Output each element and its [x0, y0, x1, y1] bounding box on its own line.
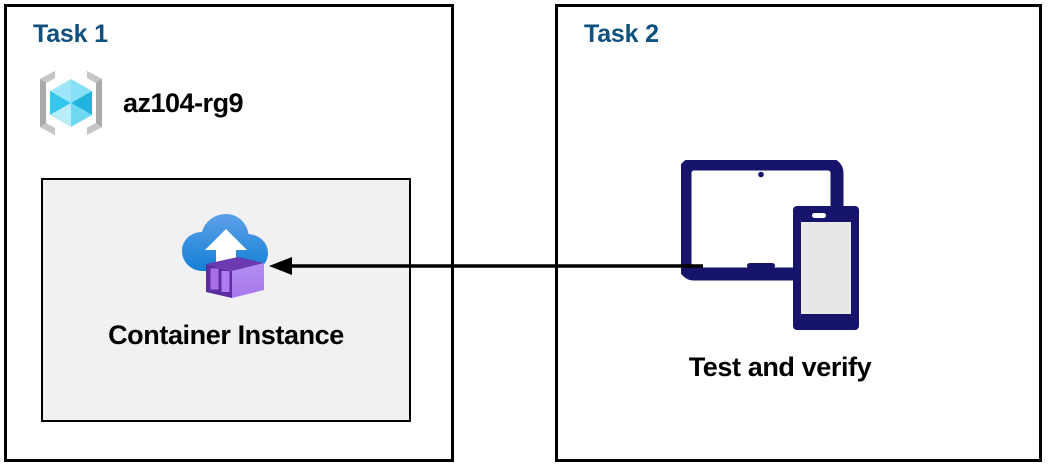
container-instance-card: Container Instance	[41, 178, 411, 422]
test-and-verify-label: Test and verify	[688, 352, 872, 382]
task-2-title: Task 2	[584, 20, 659, 48]
azure-resource-group-icon	[33, 65, 109, 141]
task-1-panel: Task 1	[4, 4, 454, 462]
task-1-title: Task 1	[33, 20, 108, 48]
container-instance-label: Container Instance	[108, 320, 344, 350]
resource-group-row: az104-rg9	[33, 65, 244, 141]
resource-group-label: az104-rg9	[123, 87, 244, 118]
